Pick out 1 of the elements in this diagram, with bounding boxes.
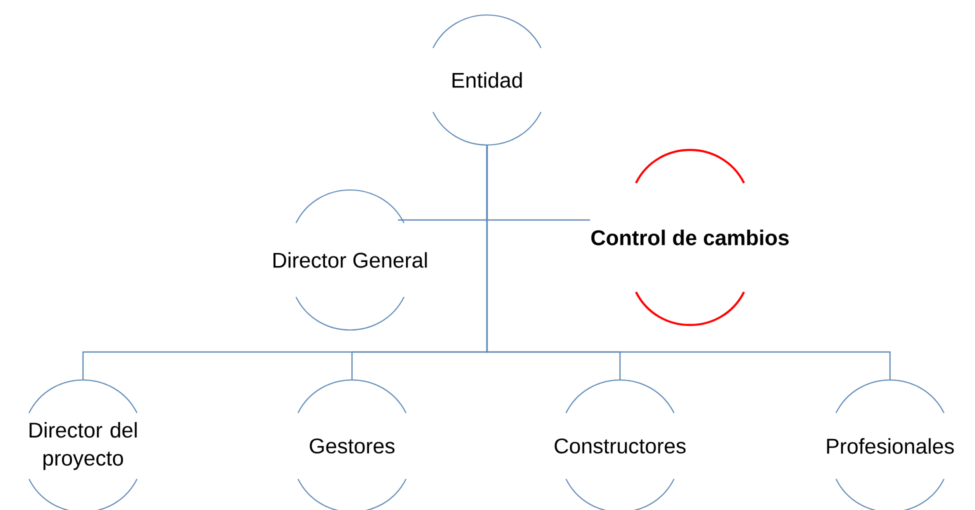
connector-line xyxy=(486,145,891,380)
